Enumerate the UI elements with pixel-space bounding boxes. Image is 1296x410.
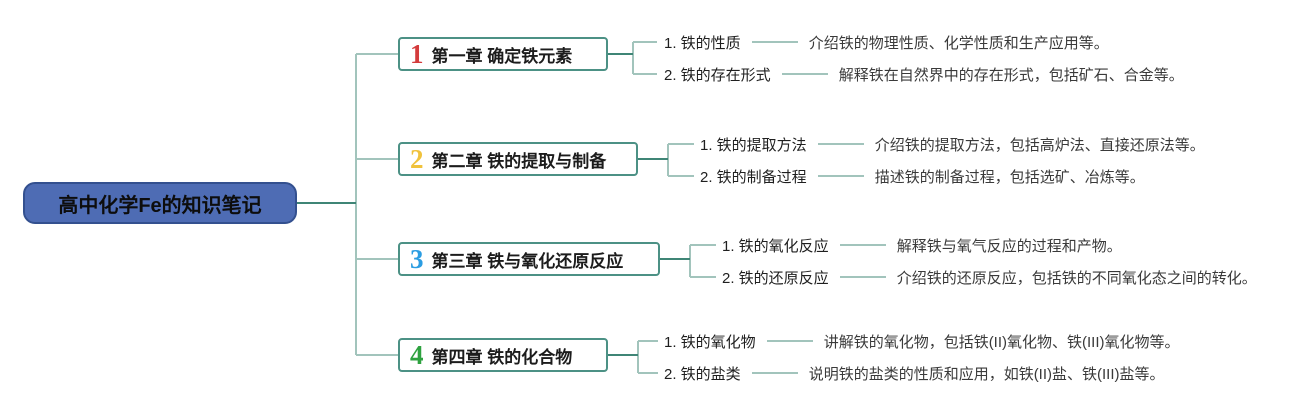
connector-line — [839, 276, 886, 278]
subtopic-label[interactable]: 2. 铁的盐类 — [664, 365, 741, 383]
chapter-title: 第三章 铁与氧化还原反应 — [431, 251, 624, 271]
subtopic-desc[interactable]: 讲解铁的氧化物，包括铁(II)氧化物、铁(III)氧化物等。 — [823, 333, 1180, 351]
subtopic-row: 1. 铁的提取方法 介绍铁的提取方法，包括高炉法、直接还原法等。 — [700, 133, 1205, 155]
chapter-number: 2 — [410, 143, 424, 174]
subtopic-label[interactable]: 1. 铁的提取方法 — [700, 136, 807, 154]
subtopic-row: 1. 铁的性质 介绍铁的物理性质、化学性质和生产应用等。 — [664, 31, 1109, 53]
subtopic-desc[interactable]: 解释铁与氧气反应的过程和产物。 — [896, 237, 1122, 255]
connector-line — [766, 340, 813, 342]
subtopic-row: 2. 铁的存在形式 解释铁在自然界中的存在形式，包括矿石、合金等。 — [664, 63, 1184, 85]
subtopic-row: 2. 铁的制备过程 描述铁的制备过程，包括选矿、冶炼等。 — [700, 165, 1145, 187]
connector-line — [751, 372, 798, 374]
subtopic-row: 2. 铁的还原反应 介绍铁的还原反应，包括铁的不同氧化态之间的转化。 — [722, 266, 1257, 288]
chapter-number: 3 — [410, 243, 424, 274]
subtopic-label[interactable]: 2. 铁的还原反应 — [722, 269, 829, 287]
connector-line — [751, 41, 798, 43]
chapter-node-4[interactable]: 4 第四章 铁的化合物 — [398, 338, 608, 372]
chapter-node-3[interactable]: 3 第三章 铁与氧化还原反应 — [398, 242, 660, 276]
subtopic-label[interactable]: 1. 铁的氧化反应 — [722, 237, 829, 255]
subtopic-desc[interactable]: 描述铁的制备过程，包括选矿、冶炼等。 — [874, 168, 1145, 186]
subtopic-desc[interactable]: 说明铁的盐类的性质和应用，如铁(II)盐、铁(III)盐等。 — [808, 365, 1165, 383]
subtopic-label[interactable]: 1. 铁的氧化物 — [664, 333, 756, 351]
chapter-node-2[interactable]: 2 第二章 铁的提取与制备 — [398, 142, 638, 176]
chapter-number: 1 — [410, 38, 424, 69]
root-node[interactable]: 高中化学Fe的知识笔记 — [23, 182, 297, 224]
chapter-title: 第四章 铁的化合物 — [431, 347, 573, 367]
subtopic-row: 2. 铁的盐类 说明铁的盐类的性质和应用，如铁(II)盐、铁(III)盐等。 — [664, 362, 1165, 384]
subtopic-label[interactable]: 2. 铁的存在形式 — [664, 66, 771, 84]
connector-line — [817, 175, 864, 177]
subtopic-desc[interactable]: 解释铁在自然界中的存在形式，包括矿石、合金等。 — [838, 66, 1184, 84]
connector-line — [839, 244, 886, 246]
subtopic-desc[interactable]: 介绍铁的提取方法，包括高炉法、直接还原法等。 — [874, 136, 1205, 154]
subtopic-row: 1. 铁的氧化物 讲解铁的氧化物，包括铁(II)氧化物、铁(III)氧化物等。 — [664, 330, 1180, 352]
chapter-title: 第二章 铁的提取与制备 — [431, 151, 607, 171]
chapter-title: 第一章 确定铁元素 — [431, 46, 573, 66]
connector-line — [781, 73, 828, 75]
subtopic-row: 1. 铁的氧化反应 解释铁与氧气反应的过程和产物。 — [722, 234, 1122, 256]
subtopic-desc[interactable]: 介绍铁的还原反应，包括铁的不同氧化态之间的转化。 — [896, 269, 1257, 287]
chapter-node-1[interactable]: 1 第一章 确定铁元素 — [398, 37, 608, 71]
subtopic-desc[interactable]: 介绍铁的物理性质、化学性质和生产应用等。 — [808, 34, 1109, 52]
connector-line — [817, 143, 864, 145]
subtopic-label[interactable]: 1. 铁的性质 — [664, 34, 741, 52]
subtopic-label[interactable]: 2. 铁的制备过程 — [700, 168, 807, 186]
chapter-number: 4 — [410, 339, 424, 370]
